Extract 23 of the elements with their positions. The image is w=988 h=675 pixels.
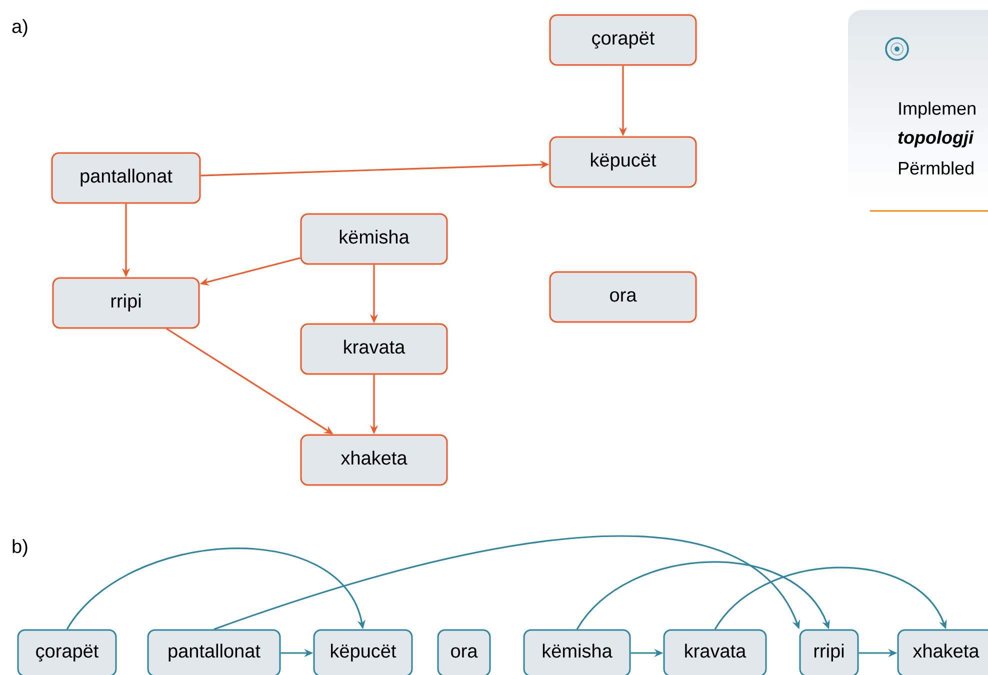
item-box: xhaketa <box>300 434 448 486</box>
item-box: pantallonat <box>147 629 281 675</box>
item-box: çorapët <box>549 14 697 66</box>
arrow <box>576 561 830 630</box>
item-box: pantallonat <box>51 152 201 204</box>
arrow <box>214 536 800 630</box>
arrow <box>66 548 366 630</box>
item-box: kravata <box>300 323 448 375</box>
item-box: kravata <box>663 629 767 675</box>
item-box: këpucët <box>549 136 697 188</box>
panel-label: a) <box>12 19 28 37</box>
item-box: këmisha <box>523 629 631 675</box>
panel-label: b) <box>12 539 28 557</box>
arrow <box>714 566 947 630</box>
item-box: rripi <box>799 629 859 675</box>
item-box: këpucët <box>313 629 413 675</box>
item-box: xhaketa <box>897 629 988 675</box>
item-box: çorapët <box>17 629 117 675</box>
item-box: këmisha <box>300 213 448 265</box>
item-box: ora <box>437 629 491 675</box>
info-card: Implemen topologji Përmbled <box>870 102 988 212</box>
item-box: ora <box>549 271 697 323</box>
item-box: rripi <box>52 277 200 329</box>
